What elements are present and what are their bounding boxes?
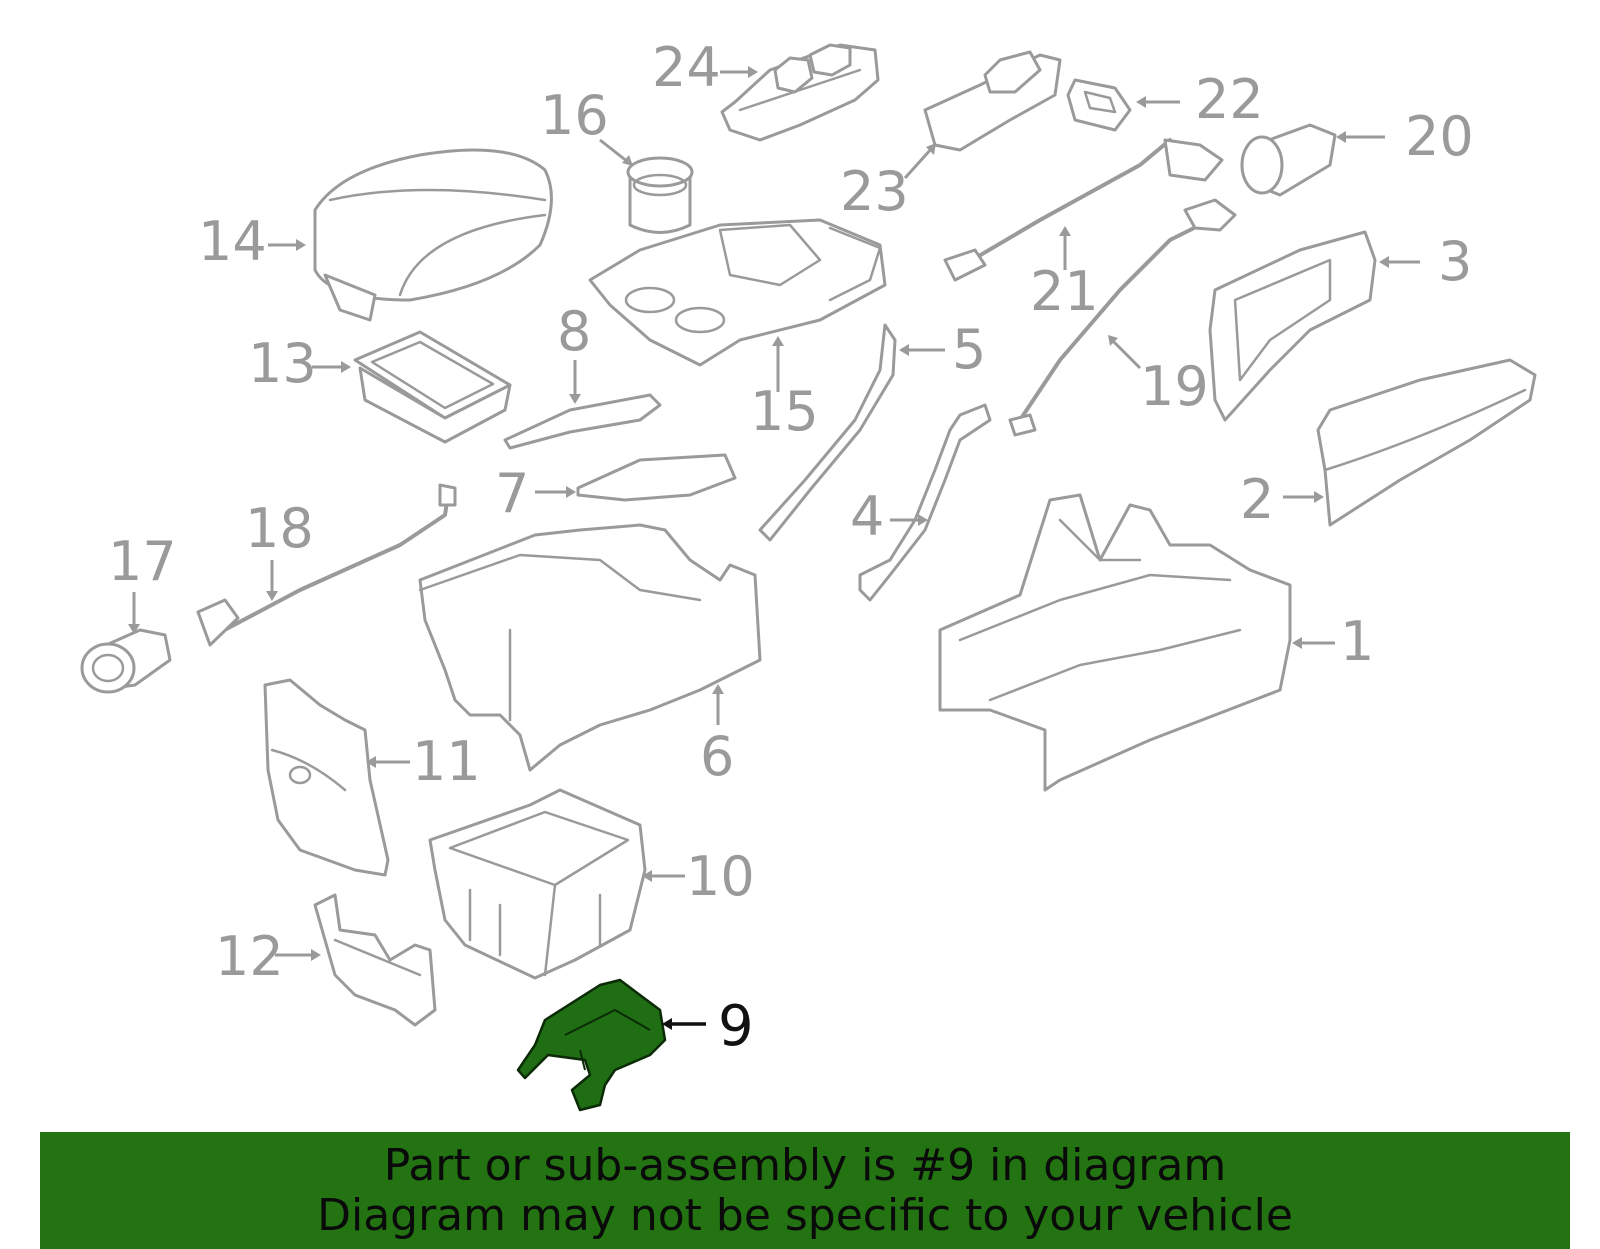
callout-18: 18 <box>245 497 314 560</box>
info-banner: Part or sub-assembly is #9 in diagram Di… <box>40 1132 1570 1249</box>
callout-20: 20 <box>1405 105 1474 168</box>
part-17-socket[interactable] <box>80 628 172 694</box>
callout-10: 10 <box>686 845 755 908</box>
part-24-switch[interactable] <box>720 43 880 142</box>
part-6-console-body[interactable] <box>418 523 762 772</box>
callout-12: 12 <box>215 925 284 988</box>
callout-6: 6 <box>700 725 734 788</box>
part-22-bezel[interactable] <box>1066 78 1132 132</box>
callout-9: 9 <box>718 994 754 1059</box>
part-2-side-cover[interactable] <box>1316 358 1537 527</box>
callout-16: 16 <box>540 84 609 147</box>
callout-14: 14 <box>198 210 267 273</box>
callout-1: 1 <box>1340 610 1374 673</box>
callout-5: 5 <box>952 318 986 381</box>
part-8-trim[interactable] <box>503 393 662 450</box>
callout-2: 2 <box>1240 468 1274 531</box>
part-15-console-top[interactable] <box>588 218 887 367</box>
part-21-cable[interactable] <box>943 138 1224 282</box>
callout-17: 17 <box>108 530 177 593</box>
part-1-console-base[interactable] <box>938 493 1292 792</box>
part-10-storage-bin[interactable] <box>428 788 647 980</box>
callout-15: 15 <box>750 380 819 443</box>
part-12-bracket[interactable] <box>313 893 437 1027</box>
part-19-cable[interactable] <box>1008 198 1237 437</box>
part-20-socket[interactable] <box>1240 123 1337 197</box>
part-23-switch[interactable] <box>923 50 1062 152</box>
callout-3: 3 <box>1438 230 1472 293</box>
callout-22: 22 <box>1195 68 1264 131</box>
callout-21: 21 <box>1030 260 1099 323</box>
callout-11: 11 <box>412 730 481 793</box>
callout-13: 13 <box>248 332 317 395</box>
part-5-trim[interactable] <box>758 323 897 542</box>
part-9-bracket-highlighted[interactable] <box>516 978 667 1112</box>
part-11-rear-panel[interactable] <box>263 678 390 877</box>
callout-8: 8 <box>557 300 591 363</box>
callout-19: 19 <box>1140 355 1209 418</box>
part-3-side-panel[interactable] <box>1208 230 1377 422</box>
banner-line-disclaimer: Diagram may not be specific to your vehi… <box>317 1189 1293 1241</box>
callout-24: 24 <box>652 36 721 99</box>
banner-line-part: Part or sub-assembly is #9 in diagram <box>383 1139 1227 1191</box>
callout-4: 4 <box>850 485 884 548</box>
part-7-trim-plate[interactable] <box>576 453 737 502</box>
part-13-tray[interactable] <box>353 330 512 444</box>
part-4-trim[interactable] <box>858 403 992 602</box>
callout-23: 23 <box>840 160 909 223</box>
part-18-cable[interactable] <box>196 483 457 647</box>
part-14-armrest[interactable] <box>313 148 553 322</box>
part-16-cup-holder[interactable] <box>626 156 694 234</box>
callout-7: 7 <box>495 462 529 525</box>
